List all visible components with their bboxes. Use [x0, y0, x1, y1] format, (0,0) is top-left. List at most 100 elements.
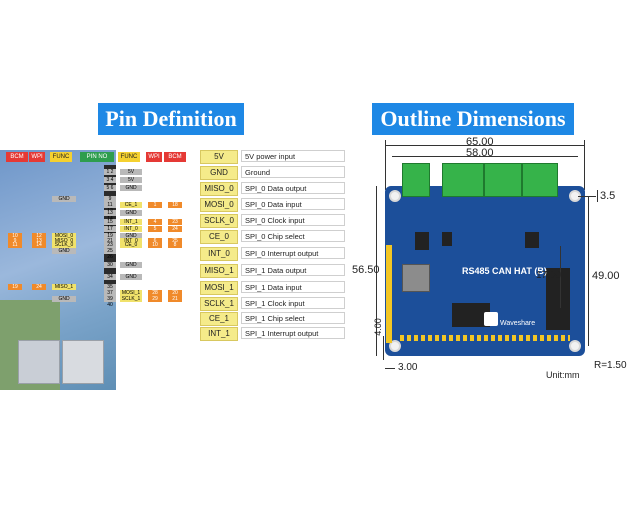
pin-func: GND: [120, 274, 142, 280]
pin-func: MISO_0: [52, 238, 76, 244]
dim-3: 3.00: [398, 362, 418, 373]
dim-line-3-5: [597, 190, 598, 202]
pin-number: 5 6: [104, 185, 116, 191]
terminal-block-3: [484, 163, 522, 197]
pin-number: 11 12: [104, 202, 116, 214]
mounting-hole-tl: [389, 190, 401, 202]
terminal-block-2: [442, 163, 484, 197]
header-func-left: FUNC: [50, 152, 72, 162]
pin-bcm: 21: [168, 296, 182, 302]
pin-bcm: 25: [168, 238, 182, 244]
ext-line-top: [578, 196, 596, 197]
pin-number: 13 14: [104, 210, 116, 222]
pin-description-6: SPI_0 Interrupt output: [241, 247, 345, 259]
pin-label-6: INT_0: [200, 247, 238, 261]
pin-func: GND: [120, 210, 142, 216]
pin-func: GND: [52, 296, 76, 302]
pin-number: 3 4: [104, 177, 116, 183]
pin-number: 39 40: [104, 296, 116, 308]
pin-func: 5V: [120, 177, 142, 183]
ext-line-right: [584, 140, 585, 190]
pin-wpi: 14: [32, 242, 46, 248]
dim-line-58: [392, 156, 578, 157]
pin-number: 15 16: [104, 219, 116, 231]
pin-bcm: 24: [168, 226, 182, 232]
pin-wpi: 28: [148, 290, 162, 296]
pin-func: GND: [120, 185, 142, 191]
pin-description-11: SPI_1 Interrupt output: [241, 327, 345, 339]
pin-wpi: 29: [148, 296, 162, 302]
pin-func: CE_1: [120, 202, 142, 208]
terminal-block-1: [402, 163, 430, 197]
pin-wpi: 13: [32, 238, 46, 244]
mounting-hole-bl: [389, 340, 401, 352]
header-pin-no: PIN NO: [80, 152, 114, 162]
pin-number: 1 2: [104, 169, 116, 175]
unit-label: Unit:mm: [546, 370, 580, 380]
pin-label-5: CE_0: [200, 230, 238, 244]
terminal-block-4: [522, 163, 558, 197]
ext-line-left: [385, 140, 386, 190]
pin-func: GND: [120, 262, 142, 268]
waveshare-logo-icon: [484, 312, 498, 326]
pin-func: CE_0: [120, 242, 142, 248]
dim-line-49: [588, 196, 589, 346]
pin-wpi: 4: [148, 219, 162, 225]
pin-bcm: 10: [8, 233, 22, 239]
pin-description-4: SPI_0 Clock input: [241, 214, 345, 226]
can-controller-chip: [452, 303, 490, 327]
pin-description-8: SPI_1 Data input: [241, 281, 345, 293]
pin-number: 9: [104, 196, 116, 202]
pin-label-3: MOSI_0: [200, 198, 238, 212]
header-wpi-right: WPI: [146, 152, 162, 162]
pin-label-8: MOSI_1: [200, 281, 238, 295]
board-label: RS485 CAN HAT (B): [462, 266, 547, 276]
dim-4: 4.00: [372, 318, 383, 336]
gpio-header-side: [386, 245, 392, 343]
pin-description-1: Ground: [241, 166, 345, 178]
pin-number: 30: [104, 262, 116, 268]
pin-label-10: CE_1: [200, 312, 238, 326]
pin-func: INT_0: [120, 226, 142, 232]
pin-func: GND: [52, 196, 76, 202]
dim-49: 49.00: [592, 270, 620, 282]
pin-number: 34: [104, 274, 116, 280]
dim-56-50: 56.50: [352, 264, 380, 276]
pin-description-0: 5V power input: [241, 150, 345, 162]
chip-icon: [442, 232, 452, 246]
pin-func: 5V: [120, 169, 142, 175]
dim-line-56: [376, 186, 377, 356]
outline-dimensions-title: Outline Dimensions: [372, 103, 574, 135]
usb-port-icon: [18, 340, 60, 384]
mounting-hole-br: [569, 340, 581, 352]
pin-description-10: SPI_1 Chip select: [241, 312, 345, 324]
dim-17: 17.00: [536, 270, 562, 281]
pin-func: INT_1: [120, 219, 142, 225]
dim-58: 58.00: [466, 147, 494, 159]
pin-func: SCLK_1: [120, 296, 142, 302]
pin-wpi: 6: [148, 238, 162, 244]
pin-func: MOSI_1: [120, 290, 142, 296]
dim-3-5: 3.5: [600, 190, 616, 202]
pin-wpi: 10: [148, 242, 162, 248]
pin-header-socket: [546, 268, 570, 330]
pin-label-4: SCLK_0: [200, 214, 238, 228]
dim-line-4: [383, 336, 384, 360]
chip-icon: [415, 232, 429, 250]
pin-bcm: 8: [168, 242, 182, 248]
dim-radius: R=1.50: [594, 360, 627, 371]
pin-wpi: 1: [148, 202, 162, 208]
pin-wpi: 12: [32, 233, 46, 239]
pin-func: SCLK_0: [52, 242, 76, 248]
ethernet-port-icon: [62, 340, 104, 384]
pin-func: MOSI_0: [52, 233, 76, 239]
gpio-header-bottom: [400, 335, 570, 341]
header-bcm-left: BCM: [6, 152, 28, 162]
dim-line-17: [560, 246, 561, 308]
pin-label-2: MISO_0: [200, 182, 238, 196]
header-func-right: FUNC: [118, 152, 140, 162]
dim-line-3: [385, 368, 395, 369]
pin-label-1: GND: [200, 166, 238, 180]
pin-description-5: SPI_0 Chip select: [241, 230, 345, 242]
header-bcm-right: BCM: [164, 152, 186, 162]
